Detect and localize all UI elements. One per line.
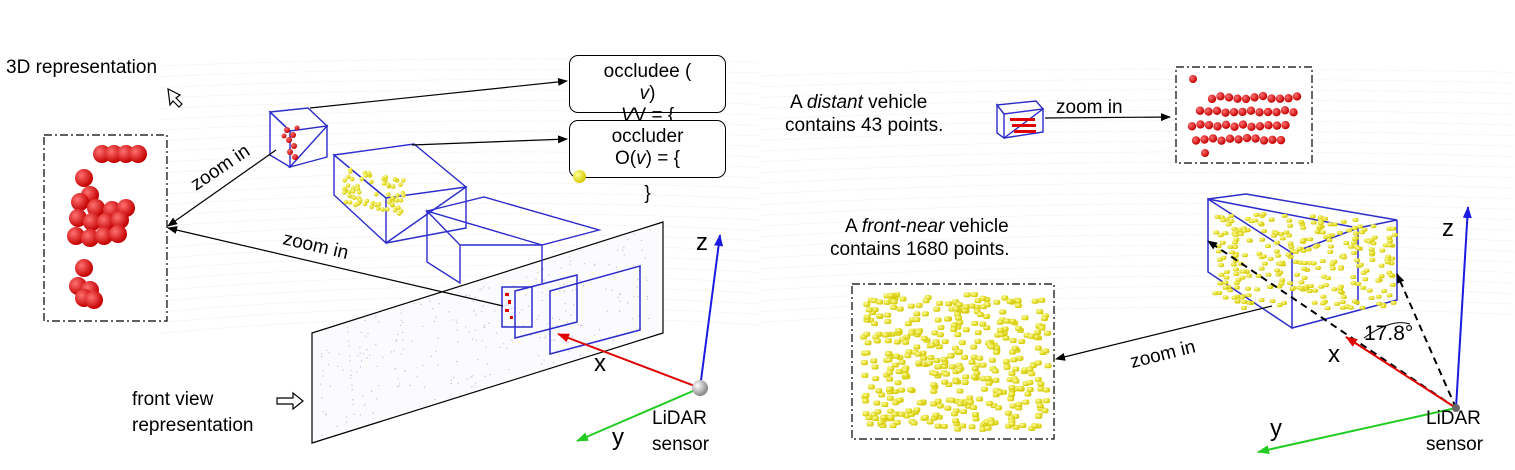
zoom-arrow-right-1 — [1044, 113, 1171, 122]
zoom-arrow-left-1 — [167, 149, 277, 227]
front-view-boxes — [501, 265, 641, 355]
axis-x-label-left: x — [594, 350, 606, 377]
distant-post: vehicle — [862, 92, 928, 113]
occluder-set-prefix: O( — [615, 148, 637, 169]
front-view-plane — [311, 221, 664, 444]
axis-x-right — [1345, 336, 1457, 409]
zoom-in-label-left-2: zoom in — [281, 228, 351, 263]
axis-z-label-left: z — [696, 229, 708, 256]
near-em: front-near — [861, 216, 945, 237]
sensor-label-left-2: sensor — [652, 434, 710, 455]
occluder-title: occluder — [611, 126, 684, 147]
axis-z-left — [699, 234, 724, 389]
zoom-in-label-left-1: zoom in — [187, 141, 254, 196]
label-front-view-2: representation — [132, 415, 253, 436]
axis-x-label-right: x — [1328, 341, 1340, 368]
axis-y-left — [576, 387, 701, 442]
occludee-points — [281, 125, 300, 160]
distant-vehicle-text: A distant vehicle contains 43 points. — [785, 91, 943, 137]
occluder-set-suffix: } — [644, 183, 651, 204]
distant-vehicle-box — [995, 100, 1045, 140]
occluder-callout-arrow — [411, 135, 568, 146]
zoomed-near-box — [851, 283, 1055, 440]
occluder-yellow-dot-icon — [573, 170, 586, 183]
angle-label: 17.8° — [1364, 322, 1413, 345]
axis-y-right — [1257, 407, 1457, 455]
zoom-arrow-left-2 — [167, 226, 504, 307]
zoomed-occludee-box — [43, 134, 168, 322]
vehicle-box-3d — [424, 196, 602, 285]
zoom-in-label-right-1: zoom in — [1056, 97, 1123, 118]
label-front-view-1: front view — [132, 389, 214, 410]
zoomed-distant-box — [1175, 66, 1313, 164]
angle-line-right — [1396, 273, 1457, 409]
near-post: vehicle — [944, 216, 1009, 237]
distant-vehicle-points — [1010, 118, 1036, 133]
axis-y-label-right: y — [1270, 415, 1282, 442]
axis-y-label-left: y — [612, 424, 624, 451]
sensor-label-left-1: LiDAR — [652, 408, 707, 429]
occludee-box-3d — [268, 107, 329, 169]
occludee-close: ) — [649, 83, 656, 104]
zoom-arrow-right-2 — [1055, 305, 1273, 361]
occluder-set-var: v — [636, 148, 646, 169]
near-vehicle-points — [1212, 212, 1398, 311]
label-3d-representation: 3D representation — [6, 57, 157, 78]
distant-line2: contains 43 points. — [785, 115, 944, 136]
axis-z-right — [1455, 206, 1472, 409]
sensor-label-right-2: sensor — [1426, 434, 1484, 455]
occluder-set-mid: ) = { — [645, 148, 680, 169]
pointer-front-view-icon — [276, 391, 304, 411]
zoom-in-label-right-2: zoom in — [1128, 336, 1198, 372]
near-line2: contains 1680 points. — [830, 239, 1010, 260]
angle-arc — [1363, 322, 1411, 339]
distant-em: distant — [806, 92, 863, 113]
axis-x-left — [557, 333, 701, 389]
occludee-var: v — [639, 83, 650, 104]
lidar-sensor-right — [1452, 404, 1460, 412]
occluder-points — [342, 167, 406, 216]
occludee-callout: occludee (v) VV = {} — [569, 55, 726, 161]
occluder-box-3d — [332, 143, 468, 245]
sensor-label-right-1: LiDAR — [1426, 408, 1481, 429]
near-pre: A — [845, 216, 862, 237]
lidar-sensor-left — [692, 380, 708, 396]
near-vehicle-text: A front-near vehicle contains 1680 point… — [830, 215, 1010, 261]
pointer-3d-icon — [167, 87, 183, 108]
front-view-occludee-points — [505, 293, 513, 319]
occludee-callout-arrow — [309, 77, 568, 109]
distant-pre: A — [790, 92, 807, 113]
occludee-title: occludee ( — [603, 61, 692, 82]
occluder-callout: occluder O(v) = {} — [569, 120, 726, 204]
axis-z-label-right: z — [1442, 215, 1454, 242]
